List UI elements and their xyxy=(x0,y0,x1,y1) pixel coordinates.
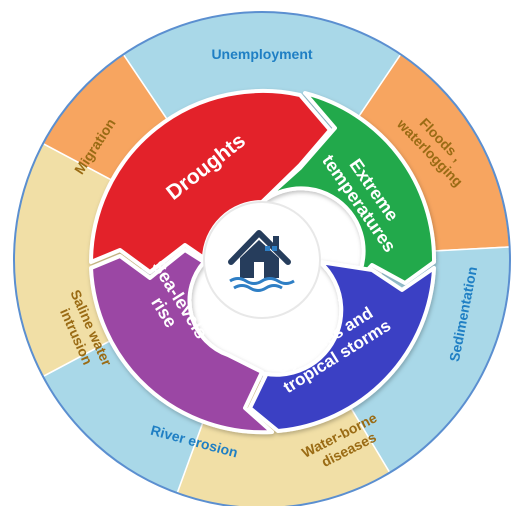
outer-labels: Unemployment Floods , waterlogging Sedim… xyxy=(57,46,480,470)
inner-segment-sea-levels xyxy=(89,248,274,435)
inner-ring xyxy=(89,89,437,435)
house-flood-icon xyxy=(228,230,295,292)
outer-ring-border xyxy=(13,11,511,506)
center-hub xyxy=(203,201,321,319)
label-unemployment: Unemployment xyxy=(211,46,312,62)
